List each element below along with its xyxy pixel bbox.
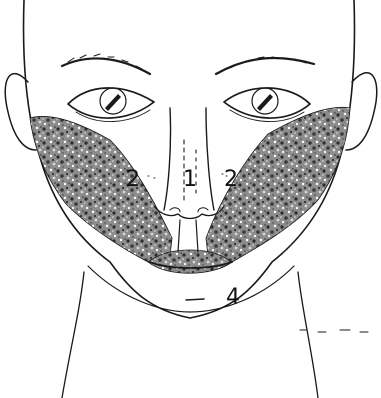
neck-right [298, 272, 318, 398]
left-eyebrow-hair [68, 54, 142, 69]
neck-left [62, 272, 84, 398]
label-chin: 4 [226, 285, 240, 310]
label-left-cheek: 2 [126, 167, 140, 192]
nose-bridge-right [206, 108, 214, 210]
right-ear [346, 73, 377, 150]
left-ear [5, 74, 36, 150]
right-eyebrow [216, 58, 314, 74]
philtrum-left [178, 220, 180, 252]
label-right-cheek: 2 [224, 167, 238, 192]
right-pupil [257, 94, 273, 111]
nostril-right [198, 208, 208, 212]
left-pupil [105, 94, 121, 111]
chin-dash [186, 299, 204, 300]
nostril-left [170, 208, 180, 212]
label-nose: 1 [183, 167, 197, 192]
nose-bridge-left [164, 108, 171, 210]
philtrum-right [196, 220, 198, 252]
